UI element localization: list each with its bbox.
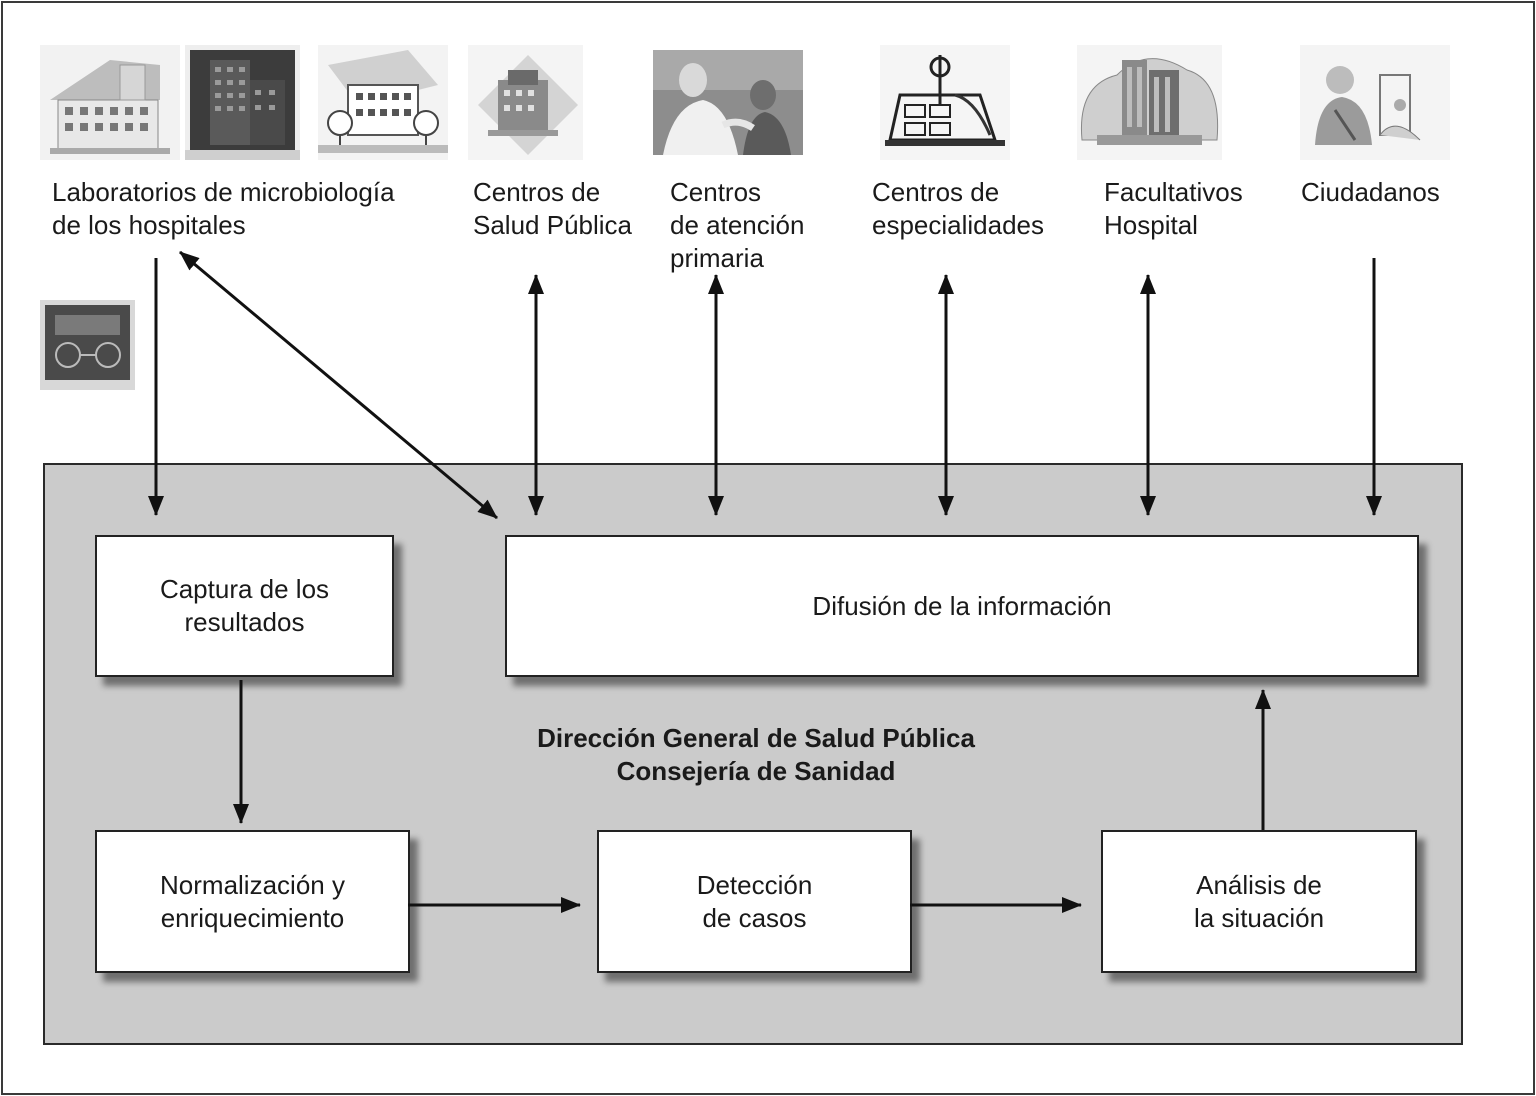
hospital-tower-icon bbox=[185, 45, 300, 160]
source-label-centros-atencion-primaria: Centros de atención primaria bbox=[670, 177, 805, 273]
panel-title: Dirección General de Salud Pública Conse… bbox=[537, 723, 975, 786]
analisis-situacion-box: Análisis de la situación bbox=[1101, 830, 1417, 973]
hospital-building-icon bbox=[40, 45, 180, 160]
source-label-facultativos-hospital: Facultativos Hospital bbox=[1104, 177, 1243, 240]
source-label-centros-salud-publica: Centros de Salud Pública bbox=[473, 177, 632, 240]
doctor-patient-photo bbox=[653, 50, 803, 155]
arrow-laboratorios-difusion bbox=[179, 250, 498, 520]
hospital-skyline-icon bbox=[1077, 45, 1222, 160]
citizen-icon bbox=[1300, 45, 1450, 160]
lab-equipment-icon bbox=[40, 300, 135, 390]
captura-resultados-box: Captura de los resultados bbox=[95, 535, 394, 677]
normalizacion-box: Normalización y enriquecimiento bbox=[95, 830, 410, 973]
source-label-ciudadanos: Ciudadanos bbox=[1301, 177, 1440, 207]
specialty-center-icon bbox=[880, 45, 1010, 160]
difusion-informacion-box: Difusión de la información bbox=[505, 535, 1419, 677]
source-label-laboratorios: Laboratorios de microbiología de los hos… bbox=[52, 177, 395, 240]
hospital-trees-icon bbox=[318, 45, 448, 160]
source-label-centros-especialidades: Centros de especialidades bbox=[872, 177, 1045, 240]
health-center-icon bbox=[468, 45, 583, 160]
deteccion-casos-box: Detección de casos bbox=[597, 830, 912, 973]
